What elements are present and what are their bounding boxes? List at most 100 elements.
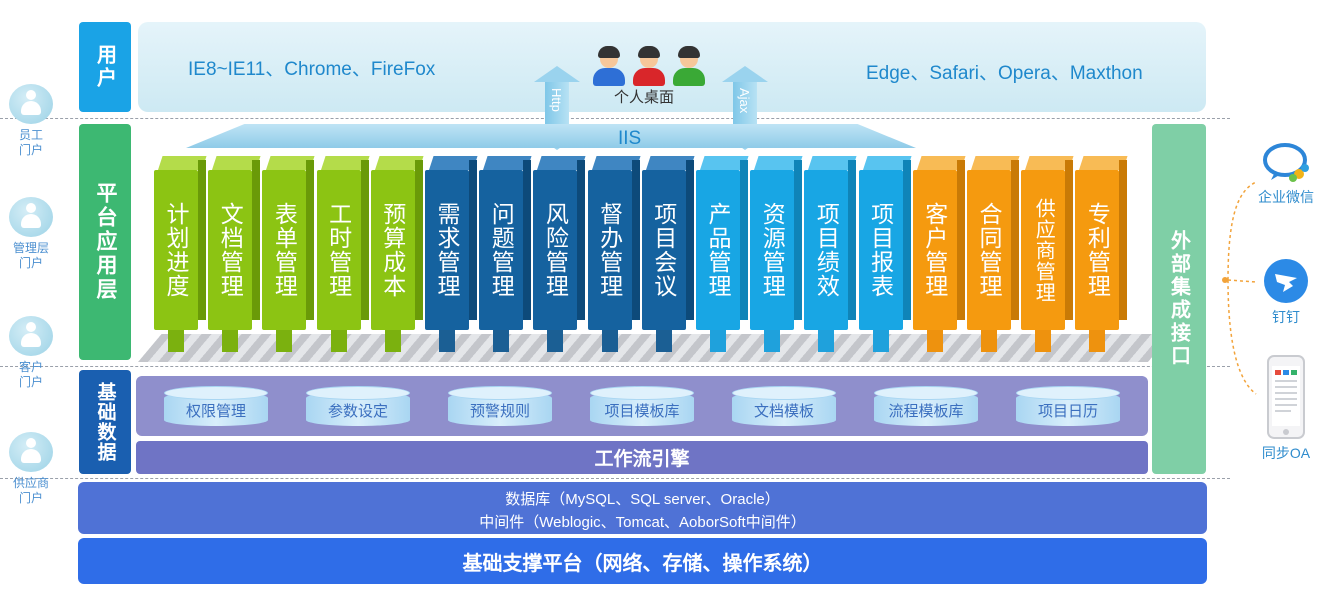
module-label: 问题管理: [488, 202, 515, 298]
module-column[interactable]: 需求管理: [425, 156, 478, 352]
portal-manager[interactable]: 管理层 门户: [6, 197, 56, 271]
module-label: 督办管理: [596, 202, 623, 298]
cylinder-top: [874, 386, 978, 400]
cylinder-top: [590, 386, 694, 400]
integration-label: 钉钉: [1272, 309, 1300, 325]
desktop-label: 个人桌面: [614, 89, 675, 106]
module-side: [198, 160, 206, 320]
module-column[interactable]: 风险管理: [533, 156, 586, 352]
module-side: [956, 160, 965, 320]
portal-customer[interactable]: 客户 门户: [6, 316, 56, 390]
module-leg: [818, 330, 835, 352]
module-label: 产品管理: [705, 202, 731, 298]
module-column[interactable]: 问题管理: [479, 156, 532, 352]
integration-label: 同步OA: [1261, 445, 1311, 461]
base-data-item[interactable]: 权限管理: [164, 386, 268, 426]
module-column[interactable]: 专利管理: [1075, 156, 1128, 352]
module-column[interactable]: 文档管理: [208, 156, 261, 352]
module-leg: [439, 330, 455, 352]
module-column[interactable]: 工时管理: [316, 156, 370, 352]
base-data-label: 权限管理: [185, 403, 246, 420]
module-side: [902, 160, 911, 320]
portal-label: 门户: [18, 143, 43, 157]
module-column[interactable]: 项目绩效: [804, 156, 857, 352]
middleware-line: 中间件（Weblogic、Tomcat、AoborSoft中间件）: [479, 514, 806, 531]
module-label: 项目会议: [650, 202, 677, 298]
module-leg: [330, 330, 347, 352]
base-data-item[interactable]: 项目日历: [1016, 386, 1120, 426]
module-column[interactable]: 表单管理: [262, 156, 315, 352]
portal-label: 客户: [18, 360, 43, 374]
database-line: 数据库（MySQL、SQL server、Oracle）: [505, 491, 780, 508]
module-label: 计划进度: [163, 202, 189, 298]
portal-employee[interactable]: 员工 门户: [6, 84, 56, 158]
portal-supplier[interactable]: 供应商 门户: [6, 432, 56, 506]
ajax-label: Ajax: [737, 88, 752, 114]
module-label: 文档管理: [217, 202, 244, 298]
base-data-item[interactable]: 参数设定: [306, 386, 410, 426]
module-label: 工时管理: [325, 202, 352, 298]
platform-floor: [138, 334, 1172, 362]
module-label: 需求管理: [434, 202, 460, 298]
module-column[interactable]: 预算成本: [370, 156, 424, 352]
module-column[interactable]: 项目报表: [858, 156, 912, 352]
module-side: [252, 160, 261, 320]
integration-dingtalk[interactable]: 钉钉: [1255, 258, 1317, 327]
module-leg: [601, 330, 618, 352]
external-layer-label: 外部集成接口: [1152, 124, 1206, 474]
module-leg: [981, 330, 997, 352]
module-side: [414, 160, 423, 320]
base-data-item[interactable]: 文档模板: [732, 386, 836, 426]
module-label: 专利管理: [1084, 202, 1111, 298]
module-leg: [222, 330, 239, 352]
module-side: [1011, 160, 1019, 320]
module-column[interactable]: 客户管理: [912, 156, 966, 352]
module-side: [1065, 160, 1074, 320]
base-data-label: 文档模板: [753, 403, 814, 420]
cylinder-top: [732, 386, 836, 400]
portal-label: 门户: [18, 256, 43, 270]
base-data-item[interactable]: 流程模板库: [874, 386, 978, 426]
module-leg: [764, 330, 781, 352]
supplier-portal-icon: [9, 432, 53, 472]
module-column[interactable]: 督办管理: [587, 156, 641, 352]
module-side: [306, 160, 315, 320]
integration-mobile-oa[interactable]: 同步OA: [1255, 354, 1317, 463]
module-leg: [493, 330, 510, 352]
portal-label: 员工: [18, 128, 43, 142]
browsers-right: Edge、Safari、Opera、Maxthon: [866, 63, 1143, 84]
base-data-label: 项目模板库: [604, 403, 680, 420]
separator-bottom: [0, 478, 1230, 479]
module-leg: [547, 330, 564, 352]
cylinder-top: [448, 386, 552, 400]
base-layer-label: 基础数据: [79, 370, 131, 474]
portal-label: 门户: [18, 491, 43, 505]
module-column[interactable]: 合同管理: [967, 156, 1020, 352]
module-column[interactable]: 计划进度: [154, 156, 207, 352]
module-column[interactable]: 项目会议: [641, 156, 695, 352]
module-label: 项目绩效: [813, 202, 840, 298]
customer-portal-icon: [9, 316, 53, 356]
mobile-oa-icon: [1267, 355, 1305, 439]
module-column[interactable]: 资源管理: [750, 156, 803, 352]
module-side: [794, 160, 803, 320]
infrastructure-bar: 基础支撑平台（网络、存储、操作系统）: [78, 538, 1207, 584]
module-side: [360, 160, 369, 320]
manager-portal-icon: [9, 197, 53, 237]
portal-label: 门户: [18, 375, 43, 389]
browsers-left: IE8~IE11、Chrome、FireFox: [188, 59, 436, 80]
module-column[interactable]: 产品管理: [696, 156, 749, 352]
module-side: [848, 160, 857, 320]
module-column[interactable]: 供应商管理: [1021, 156, 1074, 352]
base-data-item[interactable]: 项目模板库: [590, 386, 694, 426]
module-leg: [384, 330, 401, 352]
dingtalk-icon: [1264, 259, 1308, 303]
workflow-engine-bar: 工作流引擎: [136, 441, 1148, 474]
module-leg: [1089, 330, 1106, 352]
integration-wechat-work[interactable]: 企业微信: [1255, 142, 1317, 207]
module-leg: [1035, 330, 1052, 352]
module-label: 资源管理: [759, 202, 786, 298]
base-data-item[interactable]: 预警规则: [448, 386, 552, 426]
module-leg: [872, 330, 889, 352]
cylinder-top: [164, 386, 268, 400]
